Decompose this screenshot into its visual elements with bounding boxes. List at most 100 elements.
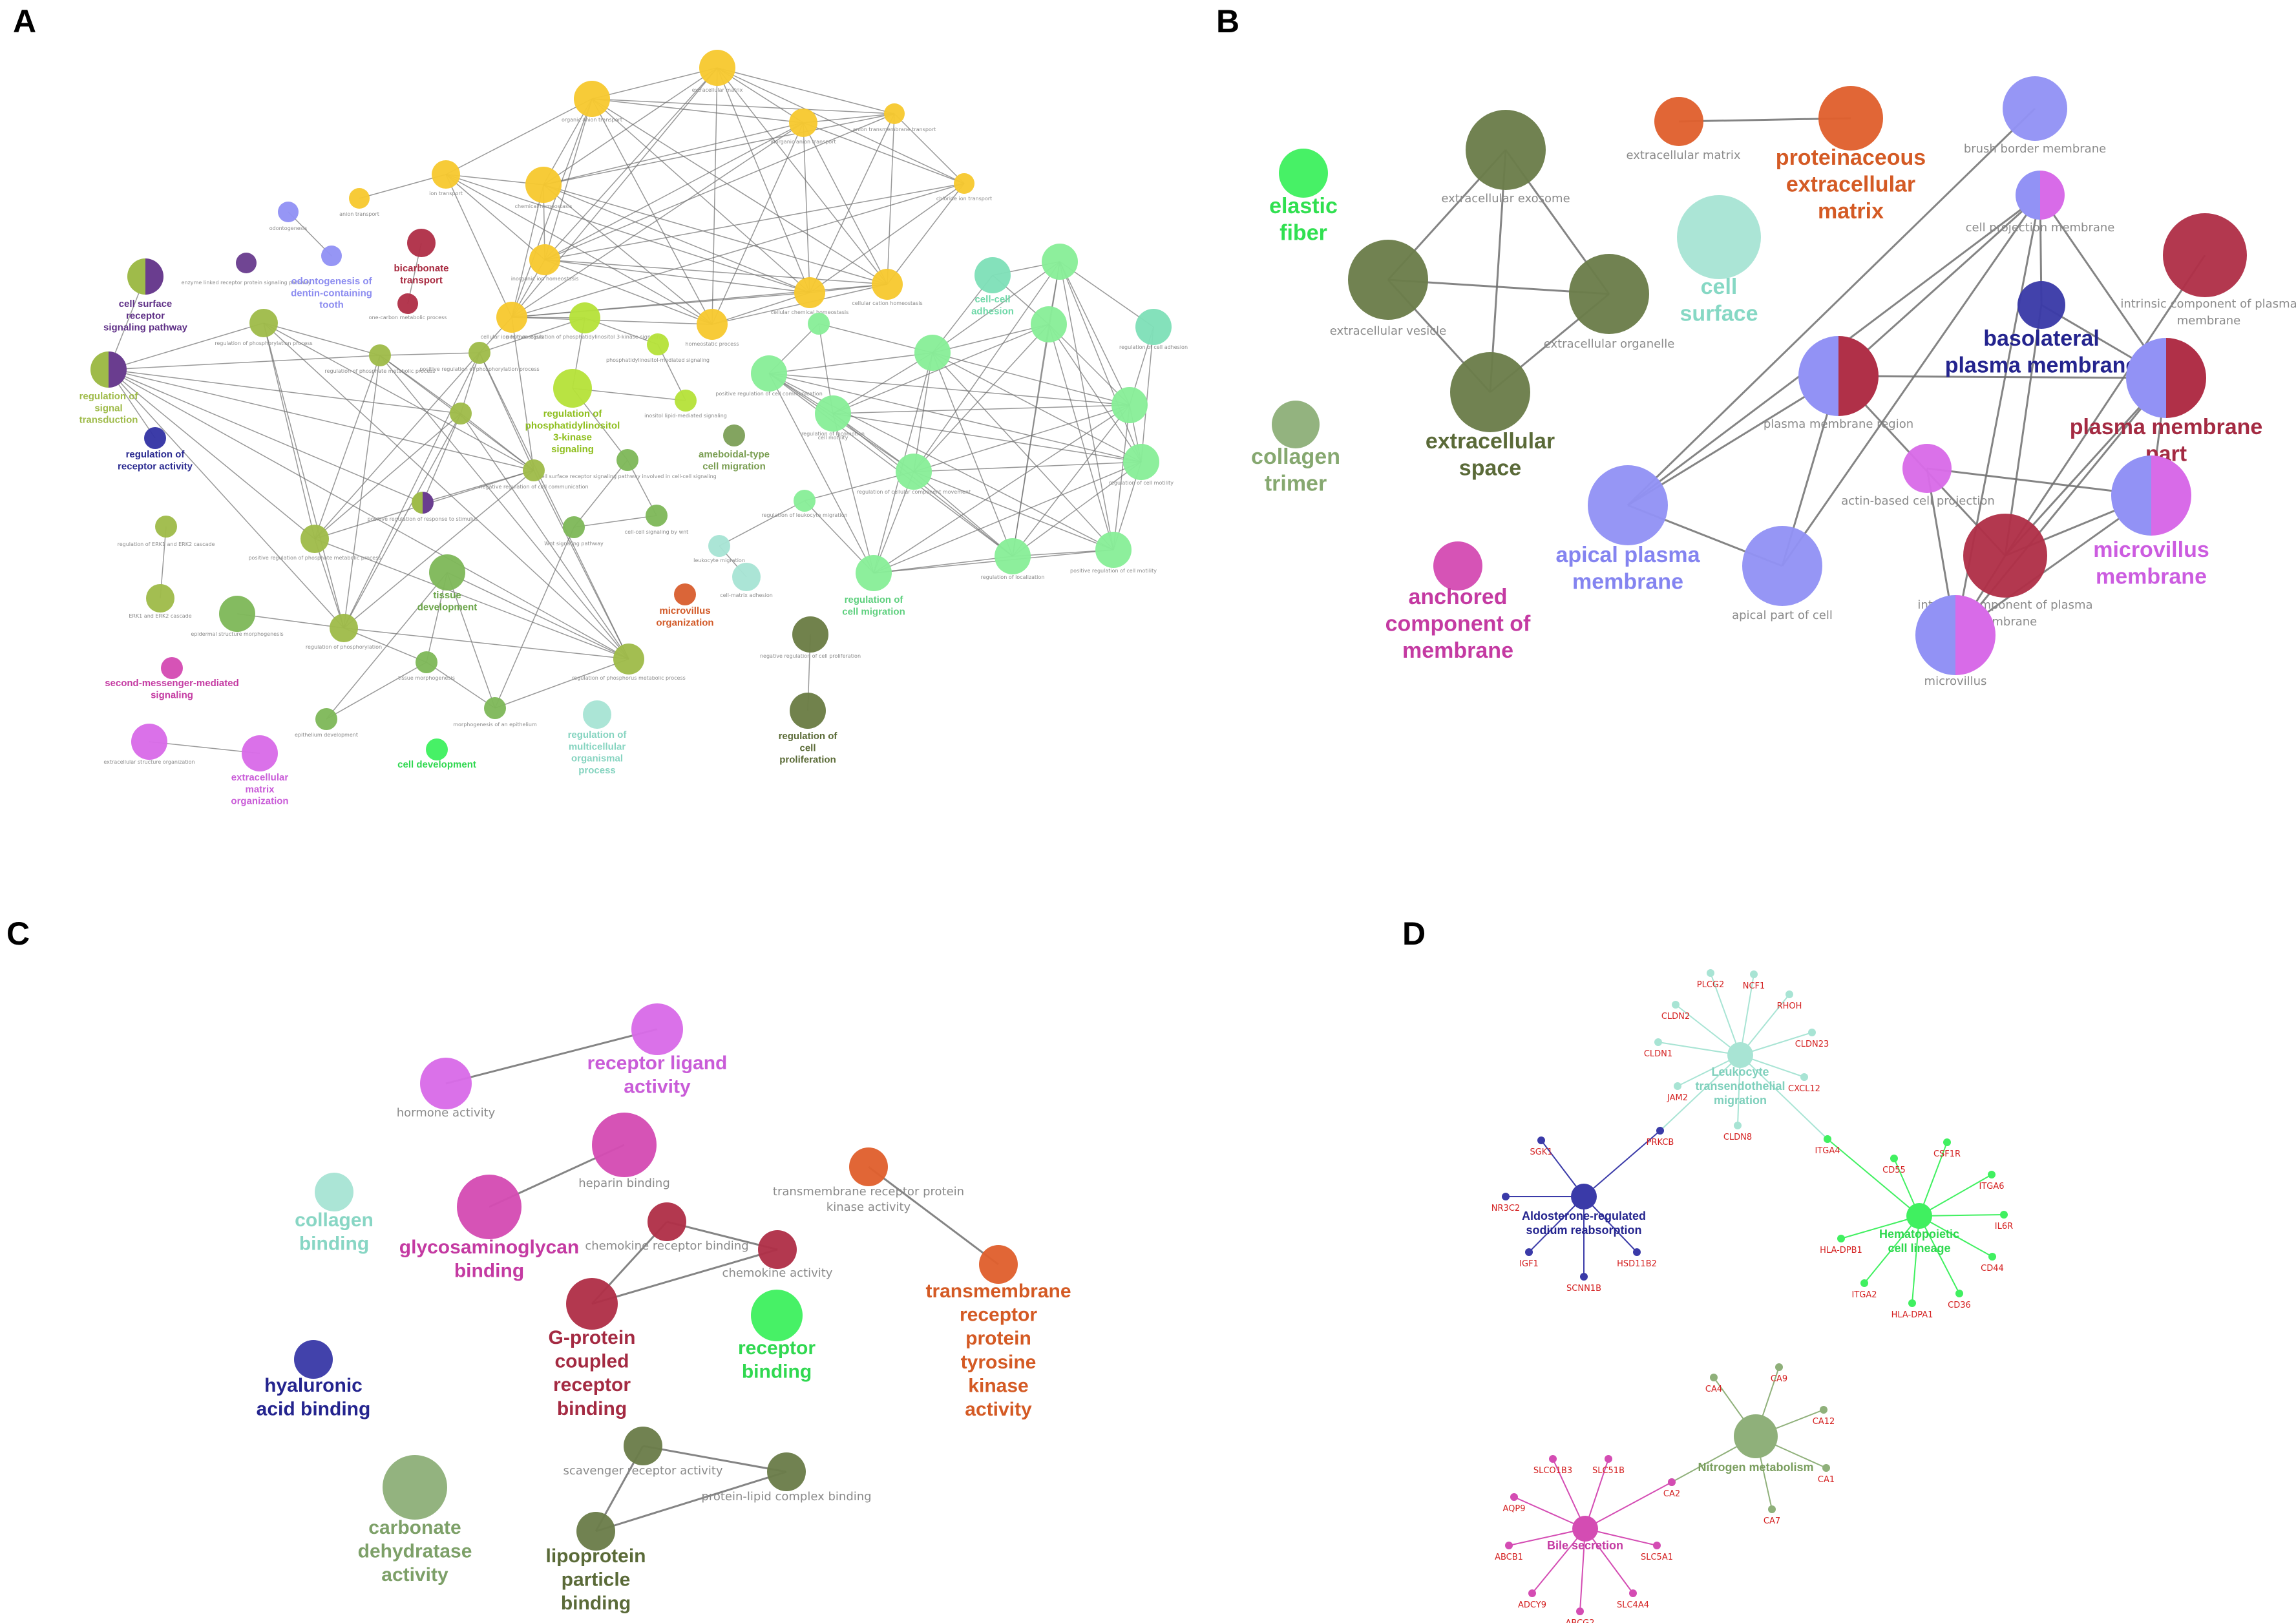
gene-edge (1912, 1215, 1920, 1304)
network-edge (460, 413, 534, 471)
node-half-right (423, 492, 434, 514)
term-label-extracellular-structure-organization: extracellular structure organization (103, 759, 195, 765)
pathway-hub-node (1734, 1414, 1778, 1458)
gene-label-itga6: ITGA6 (1979, 1182, 2004, 1191)
network-edge (343, 352, 480, 629)
term-label-extracellular-exosome: extracellular exosome (1441, 192, 1570, 205)
gene-node (1943, 1138, 1951, 1146)
node-circle (794, 490, 816, 512)
go-term-node (723, 424, 745, 446)
node-circle (794, 277, 825, 308)
term-label-morphogenesis-of-an-epithelium: morphogenesis of an epithelium (453, 722, 537, 728)
go-term-node (896, 454, 932, 490)
go-term-node (674, 583, 696, 605)
gene-edge (1919, 1142, 1948, 1217)
node-circle (1902, 444, 1952, 493)
go-term-node (426, 738, 448, 760)
gene-edge (1740, 974, 1754, 1056)
node-circle (808, 313, 830, 335)
gene-label-aqp9: AQP9 (1502, 1504, 1525, 1514)
gene-label-cd36: CD36 (1948, 1301, 1971, 1310)
network-edge (533, 470, 629, 660)
go-term-node (1279, 149, 1328, 198)
go-term-node (592, 1113, 657, 1177)
network-edge (445, 174, 713, 325)
go-term-node (429, 554, 465, 591)
network-edge (108, 369, 315, 539)
gene-label-hla-dpa1: HLA-DPA1 (1891, 1310, 1933, 1320)
term-label-positive-regulation-of-phosphatidylinositol-3-kinase-signaling: positive regulation of phosphatidylinosi… (507, 334, 664, 340)
gene-node (1800, 1073, 1808, 1081)
go-term-node (995, 538, 1031, 574)
node-circle (751, 1290, 803, 1341)
go-term-node (525, 167, 562, 203)
node-circle (1348, 240, 1428, 320)
go-term-node (2111, 455, 2191, 536)
gene-edge (1585, 1528, 1634, 1594)
network-edge (711, 292, 810, 325)
node-circle (616, 449, 638, 471)
go-term-node (583, 700, 611, 729)
node-circle (330, 614, 358, 642)
go-term-node (1654, 97, 1703, 146)
go-term-node (407, 229, 436, 257)
network-edge (263, 322, 381, 356)
term-label-regulation-of-phosphorylation-process: regulation of phosphorylation process (215, 340, 312, 346)
term-label-organic-anion-transport: organic anion transport (562, 117, 622, 123)
term-label-extracellular-organelle: extracellular organelle (1544, 337, 1675, 351)
gene-edge (1513, 1496, 1586, 1529)
go-term-node (792, 616, 828, 653)
gene-label-plcg2: PLCG2 (1697, 980, 1725, 990)
gene-node (1672, 1001, 1680, 1009)
term-label-epidermal-structure-morphogenesis: epidermal structure morphogenesis (191, 631, 283, 637)
go-term-node (529, 244, 560, 275)
network-edge (479, 317, 585, 353)
gene-node (1505, 1542, 1513, 1549)
network-edge (494, 527, 574, 709)
node-circle (1272, 401, 1320, 448)
gene-label-igf1: IGF1 (1519, 1259, 1539, 1269)
gene-edge (1740, 1054, 1828, 1140)
node-circle (155, 516, 177, 538)
go-term-node (383, 1455, 447, 1520)
network-edge (818, 323, 933, 353)
gene-node (1822, 1464, 1830, 1472)
gene-node (1775, 1363, 1783, 1371)
network-edge (887, 183, 965, 285)
go-term-node (794, 277, 825, 308)
gene-node (1525, 1248, 1533, 1256)
node-circle (613, 644, 644, 675)
go-term-node (1569, 254, 1649, 334)
go-term-node (315, 1173, 353, 1211)
node-circle (1042, 244, 1078, 280)
network-edge (932, 324, 1049, 353)
gene-label-sgk1: SGK1 (1530, 1147, 1552, 1157)
gene-node (1837, 1235, 1845, 1242)
go-term-node (219, 596, 255, 632)
go-term-node (624, 1427, 662, 1465)
network-edge (343, 470, 534, 629)
network-edge (803, 122, 888, 285)
node-circle (1123, 444, 1159, 480)
term-label-positive-regulation-of-cell-communication: positive regulation of cell communicatio… (715, 391, 823, 397)
node-circle (697, 309, 728, 340)
gene-node (1656, 1127, 1664, 1135)
node-circle (1569, 254, 1649, 334)
go-term-node (321, 246, 342, 266)
node-circle (647, 333, 669, 355)
go-term-node (2126, 338, 2206, 418)
network-edge (108, 355, 381, 370)
gene-node (1549, 1455, 1557, 1463)
go-term-node (675, 390, 697, 412)
node-circle (294, 1340, 333, 1379)
go-term-node (457, 1175, 521, 1239)
node-circle (1031, 306, 1067, 342)
node-circle (1818, 86, 1883, 151)
